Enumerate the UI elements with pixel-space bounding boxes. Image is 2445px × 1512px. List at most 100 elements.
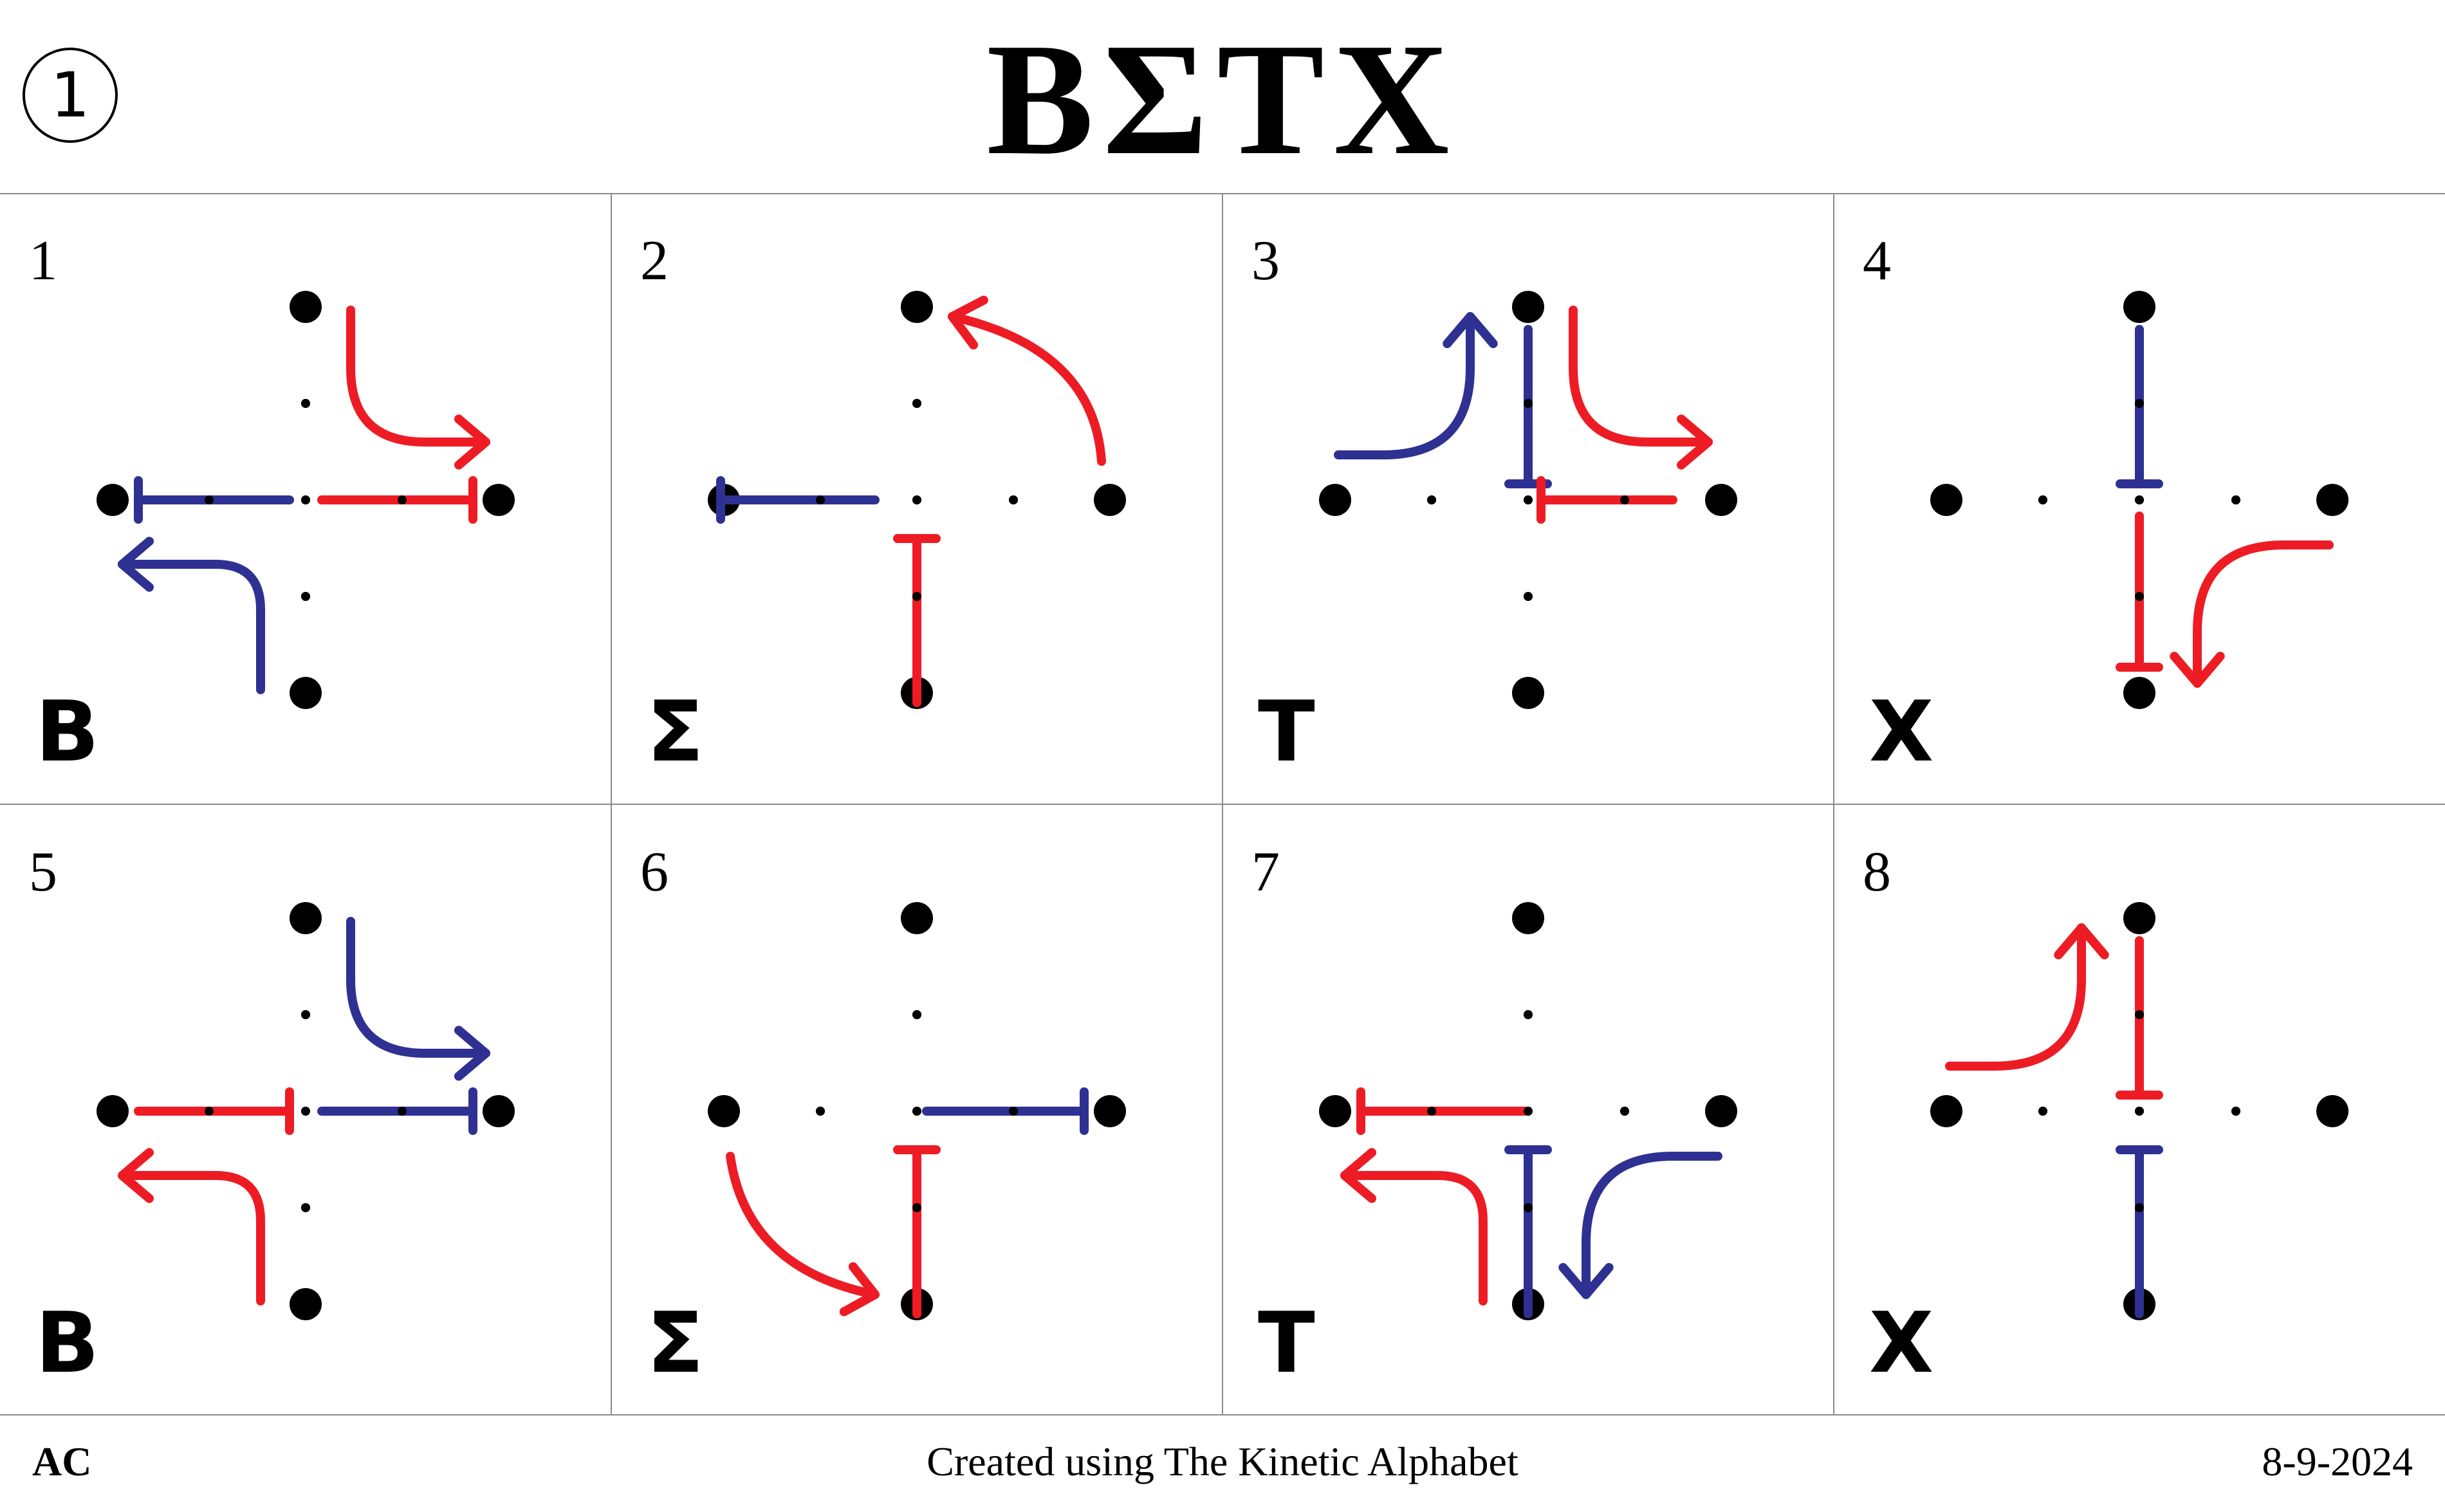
red-arrow xyxy=(346,306,490,447)
grid-dot-small xyxy=(2135,1010,2144,1019)
grid-dot xyxy=(2123,902,2155,934)
red-arrow xyxy=(2193,540,2334,688)
grid-dot xyxy=(1319,484,1351,516)
cell-diagram xyxy=(1930,902,2348,1320)
grid-dot-small xyxy=(816,495,825,504)
cell-diagram xyxy=(1930,291,2348,709)
grid-dot xyxy=(901,902,933,934)
grid-dot-small xyxy=(398,495,407,504)
grid-dot xyxy=(1705,484,1737,516)
grid-dot-small xyxy=(1620,495,1629,504)
red-arrow-head xyxy=(2170,652,2225,688)
grid-dot-small xyxy=(1524,399,1533,408)
cell-letter: T xyxy=(1258,683,1315,780)
cell-number: 7 xyxy=(1251,841,1280,903)
grid-dot-small xyxy=(912,399,921,408)
cell-letter: Σ xyxy=(647,1294,704,1392)
red-arrow-head xyxy=(454,414,490,470)
grid-dot-small xyxy=(2231,495,2240,504)
grid-dot xyxy=(1512,291,1544,323)
grid-dot xyxy=(290,902,322,934)
grid-dot-small xyxy=(301,495,310,504)
grid-dot-small xyxy=(2135,1107,2144,1116)
red-arrow xyxy=(1569,306,1713,447)
grid-dot-small xyxy=(1524,495,1533,504)
grid-dot xyxy=(1930,484,1962,516)
cell-number: 1 xyxy=(29,230,57,292)
cell-number: 6 xyxy=(640,841,669,903)
page-number-badge: 1 xyxy=(23,48,118,143)
cell-diagram xyxy=(97,902,515,1320)
blue-arrow-head xyxy=(454,1026,490,1081)
grid-dot-small xyxy=(205,1107,214,1116)
grid-dot xyxy=(2123,291,2155,323)
grid-dot xyxy=(97,484,129,516)
footer-date: 8-9-2024 xyxy=(2262,1439,2413,1484)
red-arrow-head xyxy=(1677,414,1713,470)
grid-dot-small xyxy=(1620,1107,1629,1116)
cell-number: 5 xyxy=(29,841,57,903)
red-arrow-head xyxy=(118,1148,154,1203)
red-arrow xyxy=(1945,923,2086,1071)
cell-letter: X xyxy=(1869,683,1934,780)
grid-dot xyxy=(1930,1095,1962,1127)
grid-dot xyxy=(1512,902,1544,934)
red-arrow-head xyxy=(948,295,988,350)
grid-divider xyxy=(0,804,2445,805)
cell-letter: X xyxy=(1869,1294,1934,1392)
grid-dot xyxy=(290,1288,322,1320)
grid-dot xyxy=(1512,677,1544,709)
grid-dot xyxy=(2123,677,2155,709)
grid-dot-small xyxy=(912,1203,921,1212)
grid-dot-small xyxy=(2135,592,2144,601)
grid-dot xyxy=(290,291,322,323)
footer-author: AC xyxy=(32,1439,92,1484)
red-arrow-head xyxy=(1340,1148,1376,1203)
grid-dot-small xyxy=(2135,1203,2144,1212)
grid-dot-small xyxy=(1009,495,1018,504)
grid-dot-small xyxy=(816,1107,825,1116)
grid-dot xyxy=(708,1095,740,1127)
grid-dot-small xyxy=(912,592,921,601)
grid-dot-small xyxy=(1524,1203,1533,1212)
cell-number: 3 xyxy=(1251,230,1280,292)
grid-dot-small xyxy=(1427,495,1436,504)
grid-dot-small xyxy=(301,1010,310,1019)
grid-dot-small xyxy=(1524,1107,1533,1116)
grid-dot-small xyxy=(912,1010,921,1019)
grid-dot xyxy=(1094,1095,1126,1127)
grid-dot-small xyxy=(2038,1107,2047,1116)
grid-dot-small xyxy=(301,1203,310,1212)
grid-dot-small xyxy=(1524,592,1533,601)
grid-dot-small xyxy=(2231,1107,2240,1116)
cell-letter: B xyxy=(35,683,100,780)
grid-dot-small xyxy=(2135,495,2144,504)
grid-dot-small xyxy=(2038,495,2047,504)
grid-dot-small xyxy=(1009,1107,1018,1116)
grid-dot-small xyxy=(301,1107,310,1116)
grid-dot xyxy=(290,677,322,709)
red-arrow xyxy=(1340,1171,1488,1305)
cell-diagram xyxy=(1319,291,1737,709)
grid-dot xyxy=(2316,1095,2348,1127)
red-arrow xyxy=(118,1171,265,1305)
blue-arrow-head xyxy=(118,537,154,592)
grid-dot-small xyxy=(301,399,310,408)
grid-dot xyxy=(97,1095,129,1127)
grid-dot xyxy=(1705,1095,1737,1127)
grid-dot-small xyxy=(1427,1107,1436,1116)
grid-dot-small xyxy=(912,1107,921,1116)
cell-diagram xyxy=(1319,902,1737,1320)
grid-dot xyxy=(1319,1095,1351,1127)
red-arrow xyxy=(948,312,1106,466)
footer-credit: Created using The Kinetic Alphabet xyxy=(927,1439,1518,1484)
blue-arrow xyxy=(1334,312,1475,459)
cell-number: 8 xyxy=(1863,841,1891,903)
cell-diagram xyxy=(97,291,515,709)
